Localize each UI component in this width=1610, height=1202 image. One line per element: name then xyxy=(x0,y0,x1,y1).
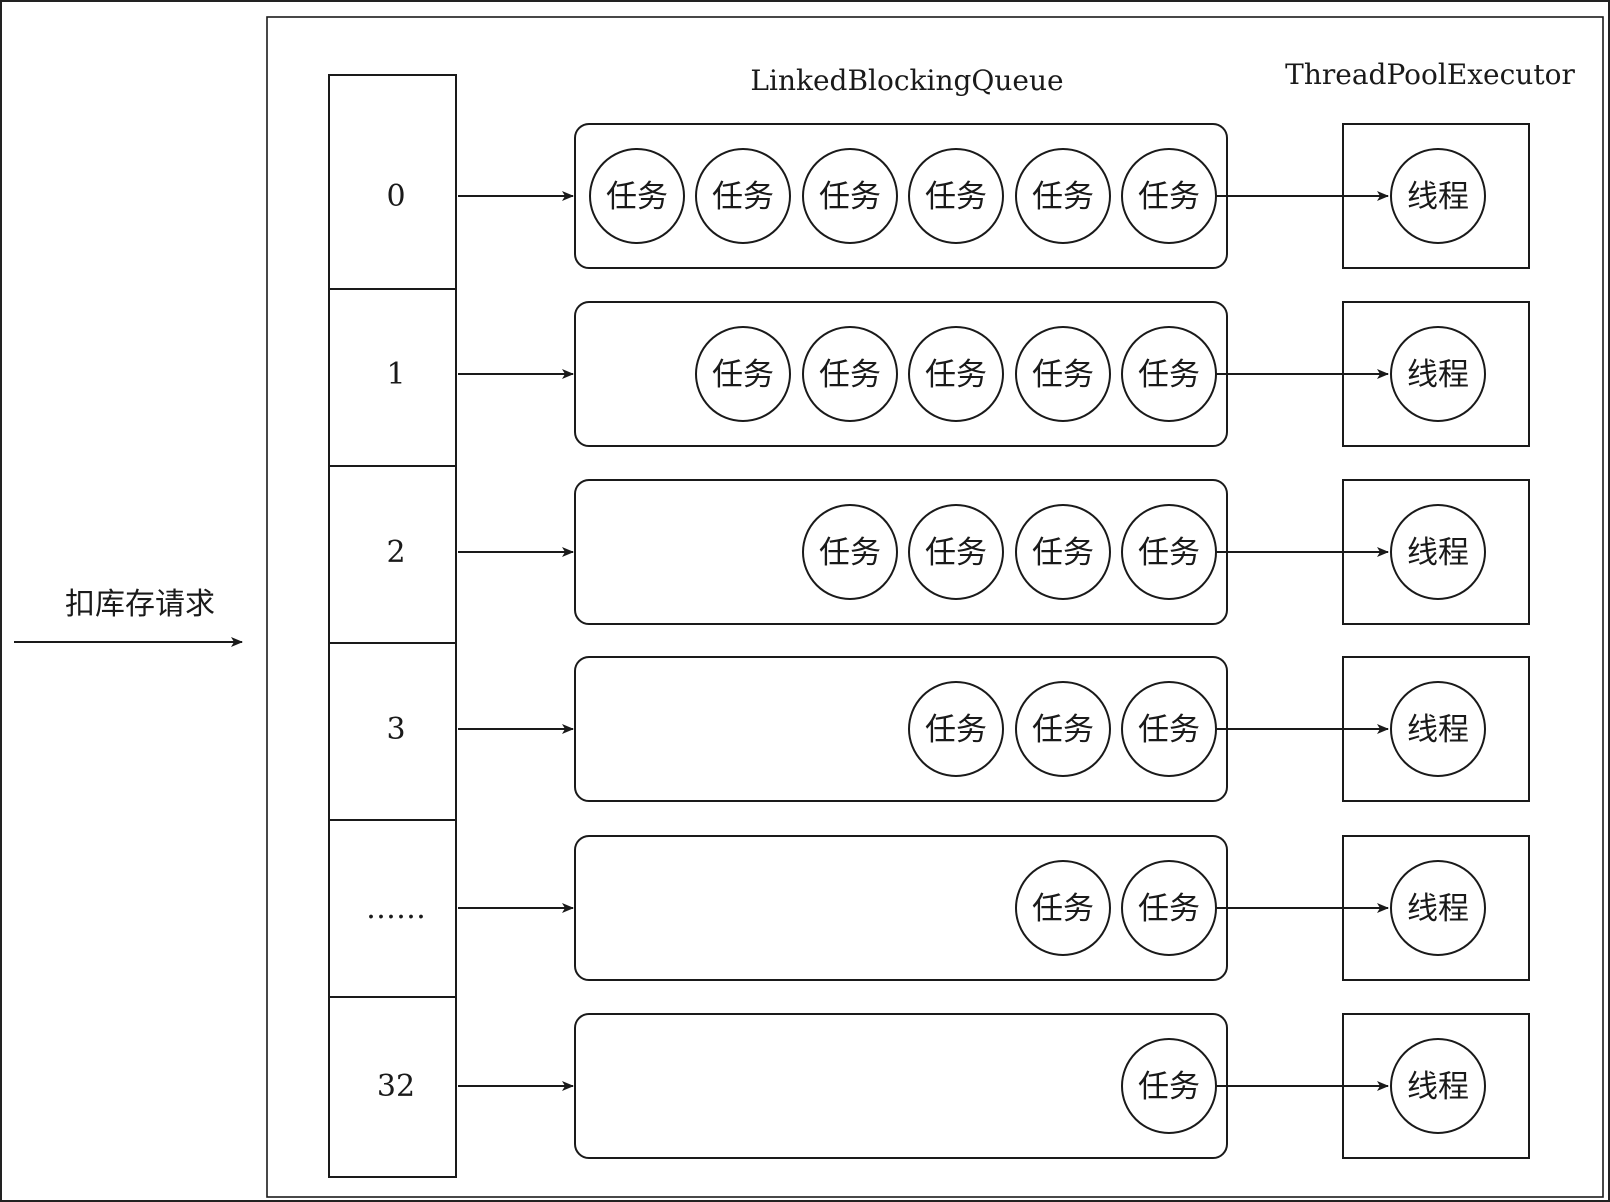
task-label: 任务 xyxy=(819,357,881,393)
thread-label: 线程 xyxy=(1407,357,1469,393)
task-node xyxy=(908,326,1004,422)
task-node xyxy=(908,504,1004,600)
row-2: 2 任务 任务 任务 任务 线程 xyxy=(386,479,1530,625)
executor-header: ThreadPoolExecutor xyxy=(1285,58,1575,91)
executor-box xyxy=(1342,835,1530,981)
task-node xyxy=(1015,504,1111,600)
bucket-index: …… xyxy=(366,891,426,926)
task-node xyxy=(589,148,685,244)
task-node xyxy=(908,681,1004,777)
task-label: 任务 xyxy=(1032,712,1094,748)
task-node xyxy=(1015,681,1111,777)
task-label: 任务 xyxy=(925,535,987,571)
bucket-index: 0 xyxy=(386,179,405,214)
request-label: 扣库存请求 xyxy=(65,587,215,622)
thread-label: 线程 xyxy=(1407,891,1469,927)
task-label: 任务 xyxy=(712,357,774,393)
row-1: 1 任务 任务 任务 任务 任务 线程 xyxy=(386,301,1530,447)
bucket-index: 3 xyxy=(386,712,405,747)
task-node xyxy=(1015,860,1111,956)
task-node xyxy=(1015,326,1111,422)
task-label: 任务 xyxy=(1138,1069,1200,1105)
executor-box xyxy=(1342,479,1530,625)
executor-box xyxy=(1342,1013,1530,1159)
task-node xyxy=(1015,148,1111,244)
thread-label: 线程 xyxy=(1407,1069,1469,1105)
thread-node xyxy=(1390,1038,1486,1134)
task-node xyxy=(802,504,898,600)
system-boundary xyxy=(266,16,1604,1198)
task-label: 任务 xyxy=(606,179,668,215)
row-5: 32 任务 线程 xyxy=(377,1013,1530,1159)
bucket-index: 1 xyxy=(386,357,405,392)
task-label: 任务 xyxy=(1032,179,1094,215)
executor-box xyxy=(1342,656,1530,802)
task-label: 任务 xyxy=(819,179,881,215)
row-3: 3 任务 任务 任务 线程 xyxy=(386,656,1530,802)
task-node xyxy=(802,326,898,422)
task-label: 任务 xyxy=(712,179,774,215)
task-label: 任务 xyxy=(925,712,987,748)
thread-node xyxy=(1390,504,1486,600)
task-node xyxy=(802,148,898,244)
thread-label: 线程 xyxy=(1407,535,1469,571)
task-label: 任务 xyxy=(1032,535,1094,571)
executor-box xyxy=(1342,123,1530,269)
bucket-index: 2 xyxy=(386,535,405,570)
thread-label: 线程 xyxy=(1407,712,1469,748)
task-node xyxy=(908,148,1004,244)
thread-node xyxy=(1390,681,1486,777)
thread-node xyxy=(1390,326,1486,422)
bucket-array xyxy=(328,74,457,1178)
executor-box xyxy=(1342,301,1530,447)
task-node xyxy=(695,148,791,244)
thread-label: 线程 xyxy=(1407,179,1469,215)
thread-node xyxy=(1390,860,1486,956)
task-label: 任务 xyxy=(1138,712,1200,748)
row-0: 0 任务 任务 任务 任务 任务 任务 线程 xyxy=(386,123,1530,269)
thread-node xyxy=(1390,148,1486,244)
task-label: 任务 xyxy=(1138,535,1200,571)
bucket-index: 32 xyxy=(377,1069,415,1104)
task-label: 任务 xyxy=(925,357,987,393)
task-label: 任务 xyxy=(925,179,987,215)
task-label: 任务 xyxy=(1138,179,1200,215)
row-4: …… 任务 任务 线程 xyxy=(366,835,1530,981)
task-label: 任务 xyxy=(1138,357,1200,393)
task-node xyxy=(695,326,791,422)
task-label: 任务 xyxy=(819,535,881,571)
task-label: 任务 xyxy=(1032,891,1094,927)
queue-header: LinkedBlockingQueue xyxy=(750,64,1063,97)
task-label: 任务 xyxy=(1138,891,1200,927)
task-label: 任务 xyxy=(1032,357,1094,393)
